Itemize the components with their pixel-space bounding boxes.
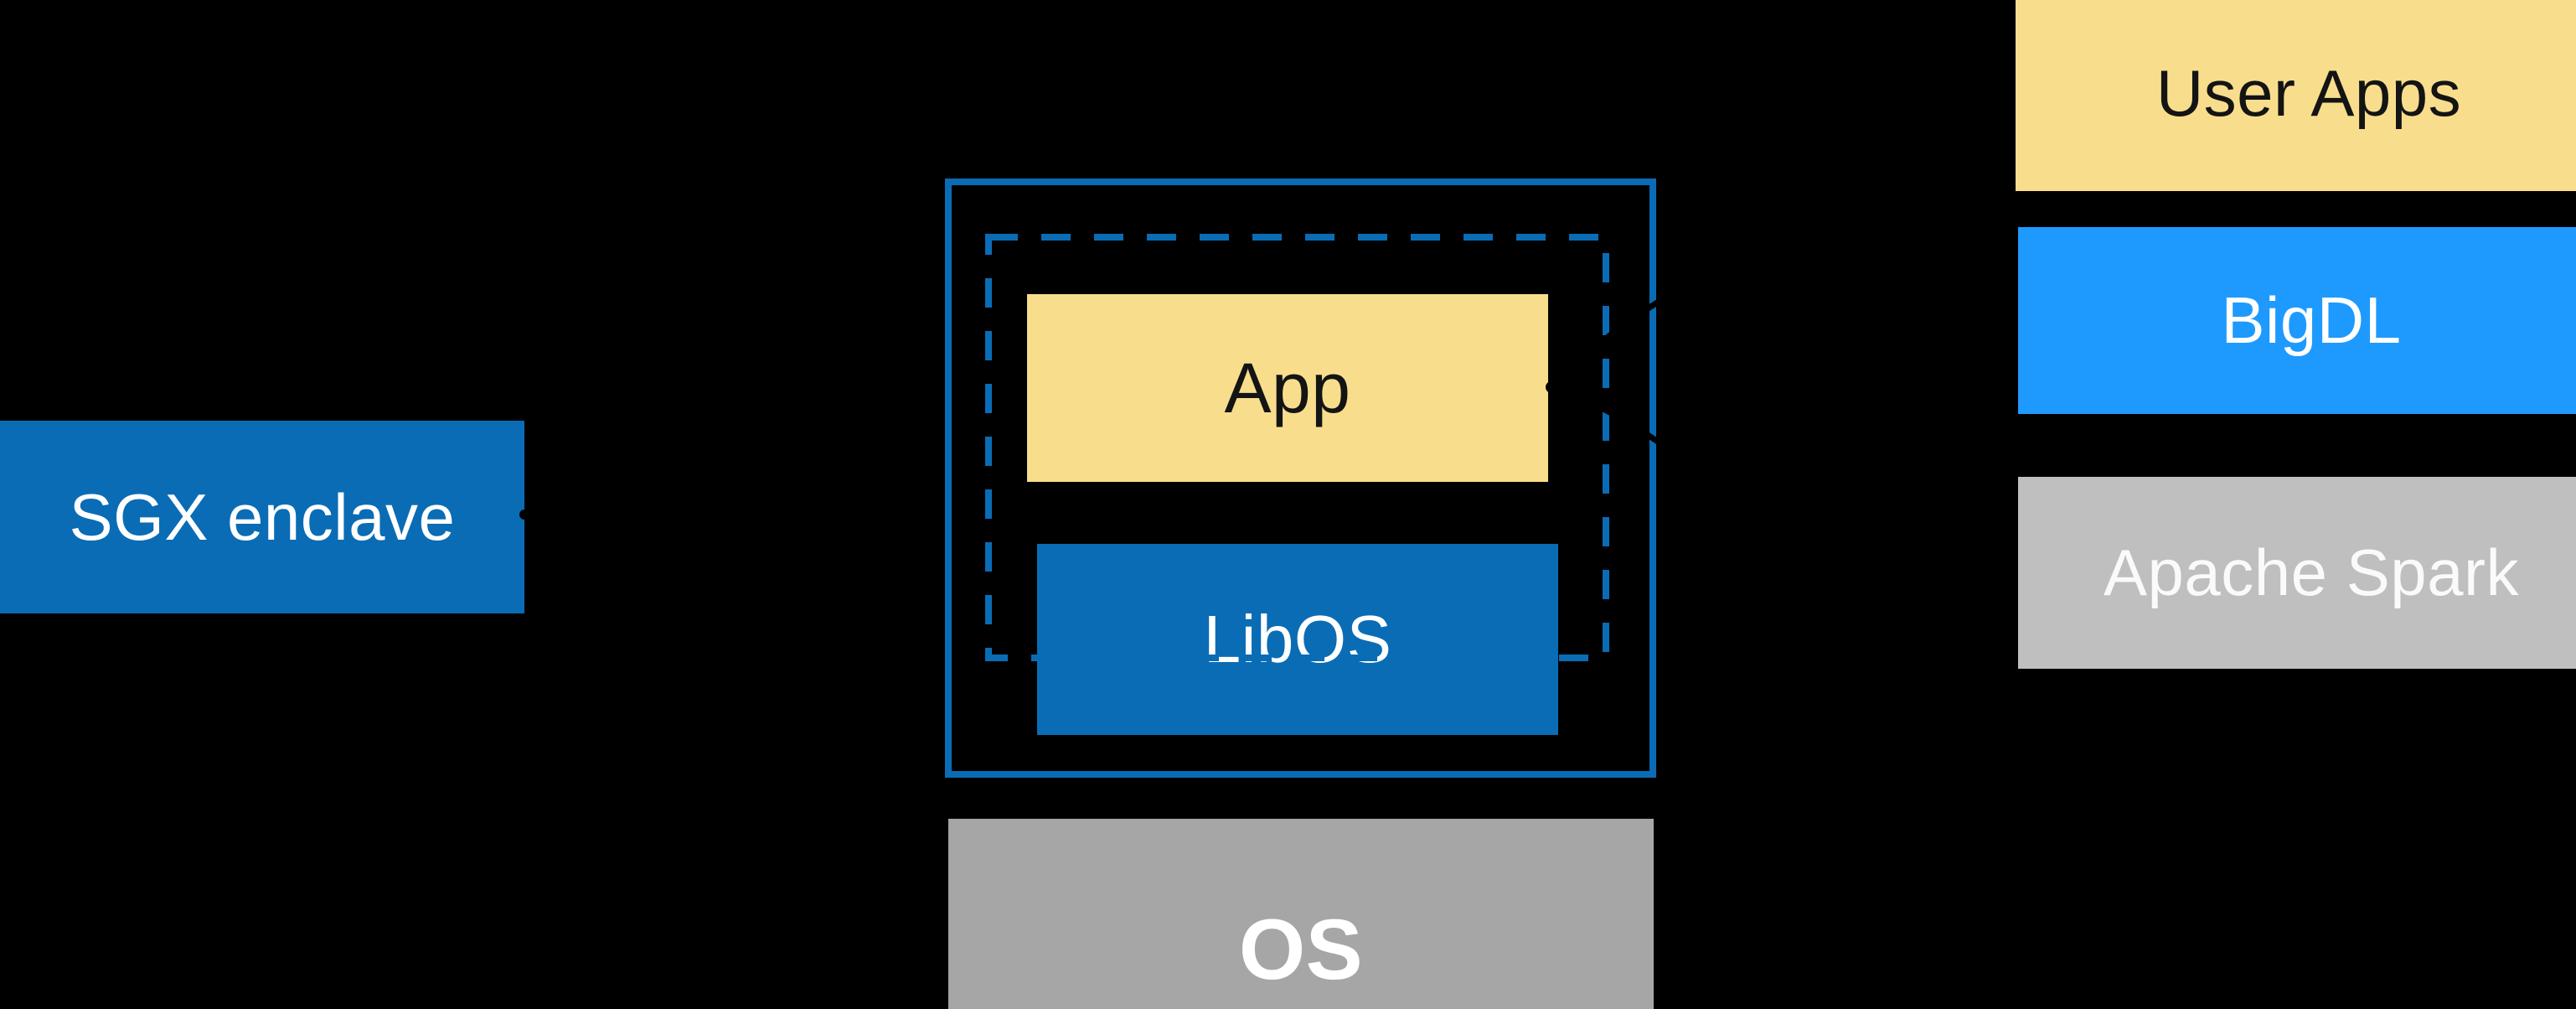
libos-label: LibOS (1203, 602, 1392, 676)
bigdl-box: BigDL (2018, 227, 2576, 414)
user-apps-label: User Apps (2155, 55, 2462, 130)
apache-spark-label: Apache Spark (2104, 536, 2519, 609)
bigdl-label: BigDL (2221, 283, 2402, 357)
apache-spark-box: Apache Spark (2018, 477, 2576, 669)
app-box: App (1027, 294, 1548, 482)
os-label: OS (1238, 902, 1364, 997)
arrow-to-app-lower-stroke (1559, 391, 1720, 489)
os-box: OS (948, 819, 1654, 1009)
user-apps-box: User Apps (2016, 0, 2576, 191)
sgx-enclave-box: SGX enclave (0, 421, 524, 613)
sgx-enclave-label: SGX enclave (69, 479, 456, 554)
app-label: App (1224, 348, 1351, 427)
arrow-to-app-upper-stroke (1548, 252, 1744, 391)
libos-box: LibOS (1037, 544, 1558, 735)
